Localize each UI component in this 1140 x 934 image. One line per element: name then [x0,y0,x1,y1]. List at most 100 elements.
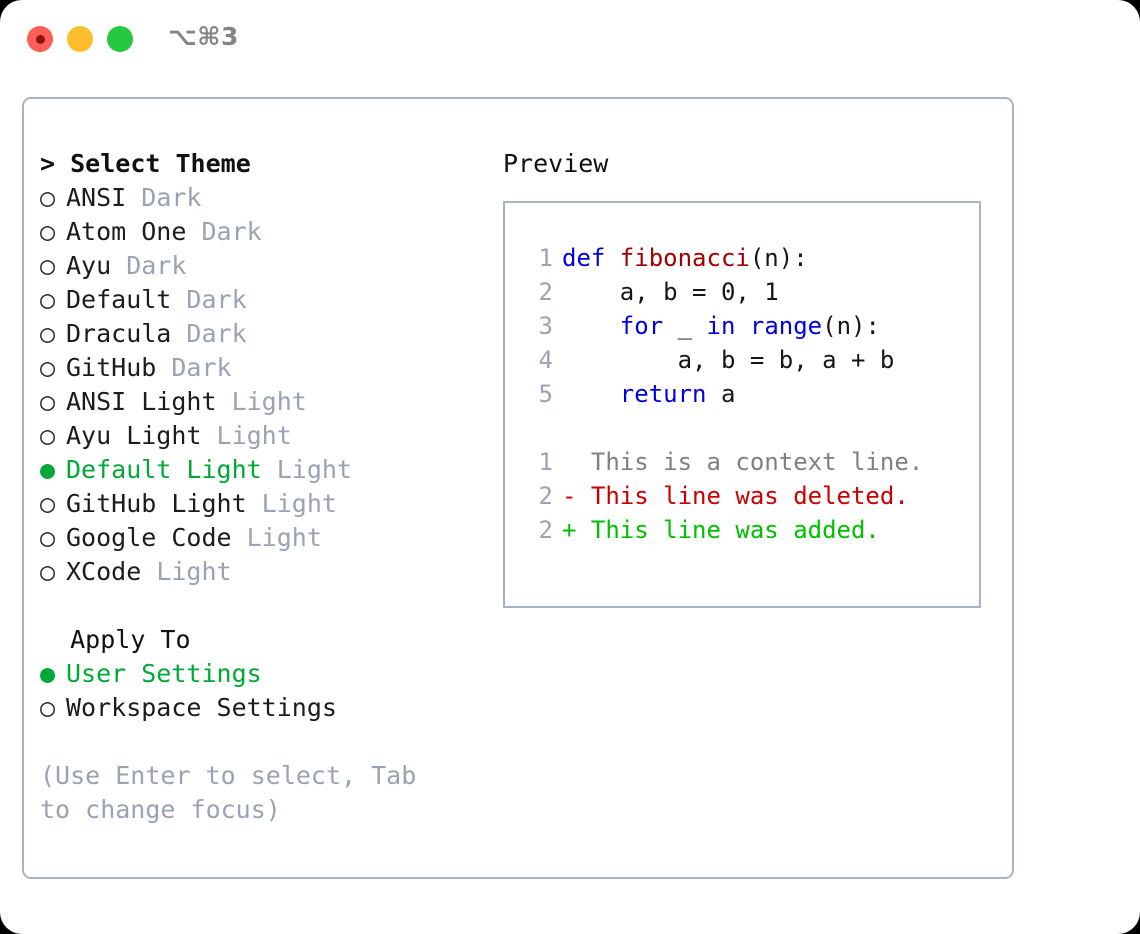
code-token-kw: in [706,312,736,340]
preview-title: Preview [503,149,609,178]
line-number: 1 [538,448,553,476]
option-label: Default Light [66,455,262,484]
radio-unselected-icon: ○ [40,251,56,280]
code-token-plain [562,380,620,408]
line-number: 2 [538,482,553,510]
diff-line-0: 1 This is a context line. [519,445,979,479]
theme-option-1[interactable]: ○ Atom One Dark [40,215,495,249]
radio-unselected-icon: ○ [40,353,56,382]
radio-unselected-icon: ○ [40,489,56,518]
left-column: > Select Theme ○ANSI Dark○Atom One Dark○… [40,147,495,827]
radio-selected-icon: ● [40,455,56,484]
traffic-light-group [27,26,133,52]
theme-option-11[interactable]: ○ XCode Light [40,555,495,589]
option-label: Default [66,285,172,314]
theme-option-3[interactable]: ○Default Dark [40,283,495,317]
option-label: Ayu [66,251,112,280]
apply-to-header: Apply To [40,623,495,657]
option-label: Dracula [66,319,172,348]
option-label: XCode [66,557,142,586]
line-number: 2 [538,516,553,544]
line-number: 2 [538,278,553,306]
code-token-plain: a, b = 0, 1 [562,278,779,306]
code-line-2: 3 for _ in range(n): [519,309,979,343]
option-label: Ayu Light [66,421,202,450]
prompt-chevron-icon: > [40,149,56,178]
radio-unselected-icon: ○ [40,421,56,450]
radio-unselected-icon: ○ [40,557,56,586]
theme-option-8[interactable]: ● Default Light Light [40,453,495,487]
option-label: ANSI [66,183,127,212]
theme-option-2[interactable]: ○ Ayu Dark [40,249,495,283]
list-spacer [40,589,495,623]
apply-to-header-label: Apply To [70,625,191,654]
theme-option-4[interactable]: ○Dracula Dark [40,317,495,351]
code-token-kw: return [619,380,707,408]
code-token-plain: a [706,380,736,408]
theme-option-9[interactable]: ○GitHub Light Light [40,487,495,521]
radio-unselected-icon: ○ [40,285,56,314]
theme-option-6[interactable]: ○ANSI Light Light [40,385,495,419]
line-number: 1 [538,244,553,272]
theme-option-10[interactable]: ○Google Code Light [40,521,495,555]
theme-option-7[interactable]: ○ Ayu Light Light [40,419,495,453]
code-line-0: 1 def fibonacci(n): [519,241,979,275]
close-button-icon[interactable] [27,26,53,52]
theme-option-5[interactable]: ○ GitHub Dark [40,351,495,385]
diff-text-add: + This line was added. [562,516,880,544]
radio-unselected-icon: ○ [40,693,56,722]
option-label: GitHub [66,353,157,382]
code-token-kw: for [619,312,664,340]
option-label: User Settings [66,659,262,688]
option-tag: Dark [186,217,262,246]
title-bar: ⌥⌘3 [0,0,1140,78]
option-tag: Light [261,455,352,484]
diff-line-2: 2 + This line was added. [519,513,979,547]
code-diff-spacer [519,411,979,445]
radio-selected-icon: ● [40,659,56,688]
apply-option-1[interactable]: ○ Workspace Settings [40,691,495,725]
code-token-plain: (n): [822,312,880,340]
select-theme-header: > Select Theme [40,147,495,181]
theme-option-0[interactable]: ○ ANSI Dark [40,181,495,215]
minimize-button-icon[interactable] [67,26,93,52]
maximize-button-icon[interactable] [107,26,133,52]
diff-text-del: - This line was deleted. [562,482,909,510]
option-tag: Light [201,421,292,450]
option-tag: Light [246,489,337,518]
code-token-fn: fibonacci [619,244,750,272]
line-number: 4 [538,346,553,374]
option-label: Atom One [66,217,187,246]
radio-unselected-icon: ○ [40,217,56,246]
theme-picker-panel: > Select Theme ○ANSI Dark○Atom One Dark○… [22,97,1014,879]
option-tag: Light [231,523,322,552]
code-token-kw: def [562,244,620,272]
option-tag: Dark [111,251,187,280]
diff-line-1: 2 - This line was deleted. [519,479,979,513]
option-label: Workspace Settings [66,693,337,722]
option-tag: Dark [156,353,232,382]
radio-unselected-icon: ○ [40,183,56,212]
keyboard-hint-text: (Use Enter to select, Tab to change focu… [40,761,417,824]
code-token-plain: (n): [749,244,808,272]
code-token-plain [735,312,749,340]
line-number: 5 [538,380,553,408]
code-token-plain: a, b = b, a + b [562,346,895,374]
option-label: ANSI Light [66,387,217,416]
code-line-4: 5 return a [519,377,979,411]
diff-sample: 1 This is a context line. 2 - This line wa… [519,445,979,547]
option-tag: Light [141,557,232,586]
radio-unselected-icon: ○ [40,387,56,416]
theme-option-list[interactable]: ○ ANSI Dark ○ Atom One Dark ○ Ayu Dark ○ Defaul… [40,181,495,589]
code-token-kw: range [749,312,823,340]
code-token-plain [562,312,620,340]
apply-option-0[interactable]: ● User Settings [40,657,495,691]
diff-text-ctx: This is a context line. [562,448,924,476]
apply-to-option-list[interactable]: ● User Settings ○ Workspace Settings [40,657,495,725]
apply-to-prompt [40,625,55,654]
option-tag: Dark [126,183,202,212]
line-number: 3 [538,312,553,340]
